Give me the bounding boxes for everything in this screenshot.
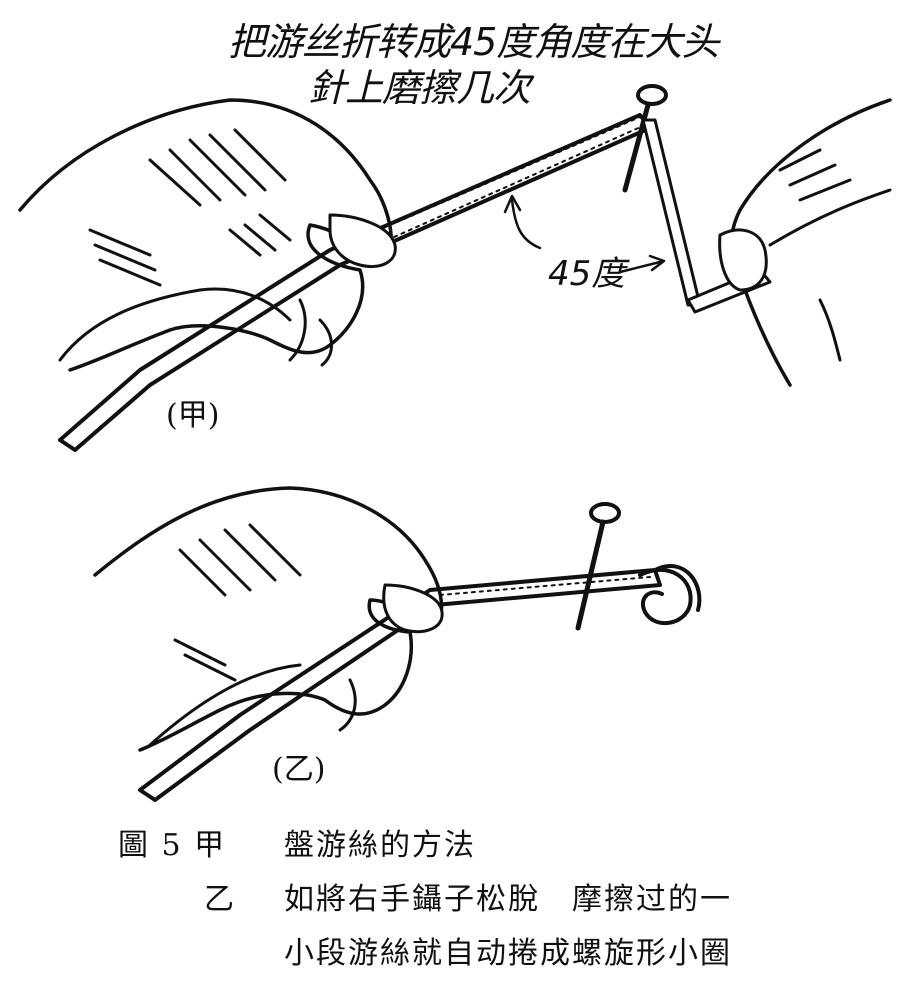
hand-b	[93, 486, 444, 752]
left-hand-a	[18, 98, 397, 372]
right-hand-a	[718, 98, 892, 387]
caption-figure-number: 圖 5 甲	[118, 828, 227, 863]
pin-b	[575, 502, 621, 631]
spiral-coil	[638, 564, 702, 626]
figure-a-label: (甲)	[166, 398, 220, 433]
caption-line-3: 小段游絲就自动捲成螺旋形小圈	[284, 936, 732, 971]
caption-line-2: 如將右手鑷子松脫 摩擦过的一	[284, 882, 732, 917]
title-line-2: 針上磨擦几次	[308, 66, 531, 110]
angle-arrows	[503, 194, 666, 274]
figure-b	[93, 486, 702, 802]
angle-label: 45度	[548, 254, 626, 294]
caption-line-1: 盤游絲的方法	[284, 828, 476, 863]
title-line-1: 把游丝折转成45度角度在大头	[228, 20, 719, 64]
figure-a	[18, 84, 892, 452]
caption-mark-b: 乙	[204, 882, 236, 917]
figure-b-label: (乙)	[272, 752, 326, 787]
